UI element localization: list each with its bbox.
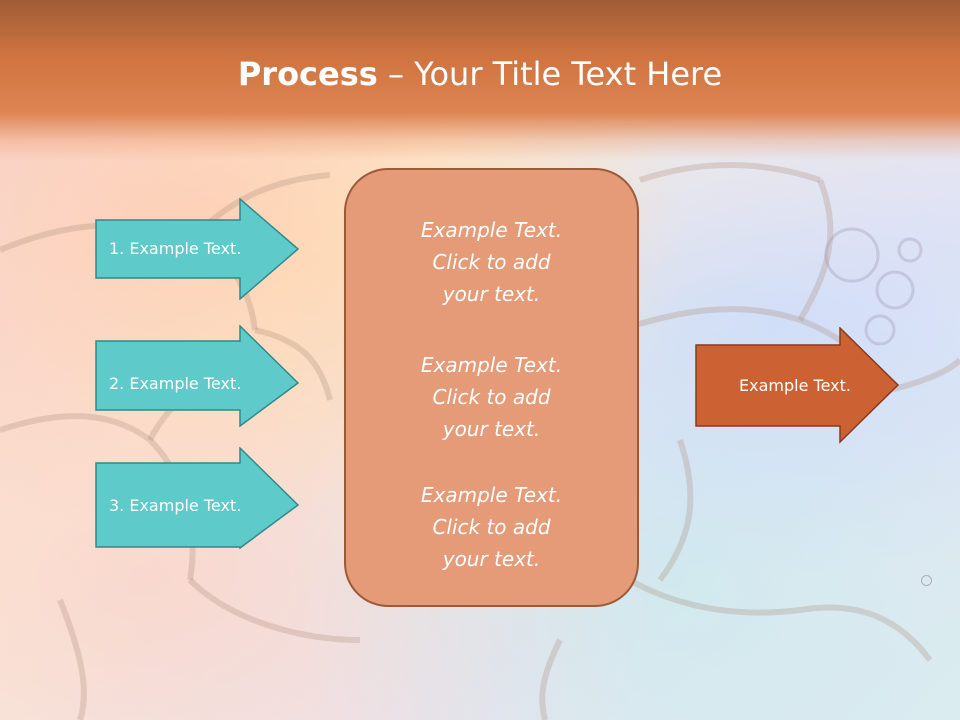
center-text-line: Click to add [432, 250, 551, 274]
input-arrow-2[interactable]: 2. Example Text. [95, 325, 300, 427]
input-arrow-label: 3. Example Text. [109, 496, 242, 515]
title-rest: – Your Title Text Here [377, 55, 723, 93]
input-arrow-2-shape [95, 325, 300, 427]
center-text-line: Example Text. [420, 218, 563, 242]
center-text-line: your text. [442, 547, 541, 571]
output-arrow[interactable]: Example Text. [695, 327, 900, 444]
page-title: Process – Your Title Text Here [0, 52, 960, 96]
center-text-line: your text. [442, 417, 541, 441]
center-text-block-3: Example Text. Click to add your text. [346, 479, 637, 575]
input-arrow-label: 1. Example Text. [109, 239, 242, 258]
output-arrow-label: Example Text. [739, 376, 851, 395]
input-arrow-3[interactable]: 3. Example Text. [95, 447, 300, 549]
output-arrow-shape [695, 327, 900, 444]
center-text-line: Click to add [432, 515, 551, 539]
center-process-box[interactable]: Example Text. Click to add your text. Ex… [344, 168, 639, 607]
center-text-line: Click to add [432, 385, 551, 409]
title-band [0, 0, 960, 160]
circle-marker-icon [921, 575, 932, 586]
center-text-block-2: Example Text. Click to add your text. [346, 349, 637, 445]
center-text-line: Example Text. [420, 353, 563, 377]
center-text-line: your text. [442, 282, 541, 306]
center-text-block-1: Example Text. Click to add your text. [346, 214, 637, 310]
input-arrow-3-shape [95, 447, 300, 549]
title-bold: Process [237, 55, 378, 93]
input-arrow-1-shape [95, 198, 300, 300]
input-arrow-label: 2. Example Text. [109, 374, 242, 393]
center-text-line: Example Text. [420, 483, 563, 507]
input-arrow-1[interactable]: 1. Example Text. [95, 198, 300, 300]
